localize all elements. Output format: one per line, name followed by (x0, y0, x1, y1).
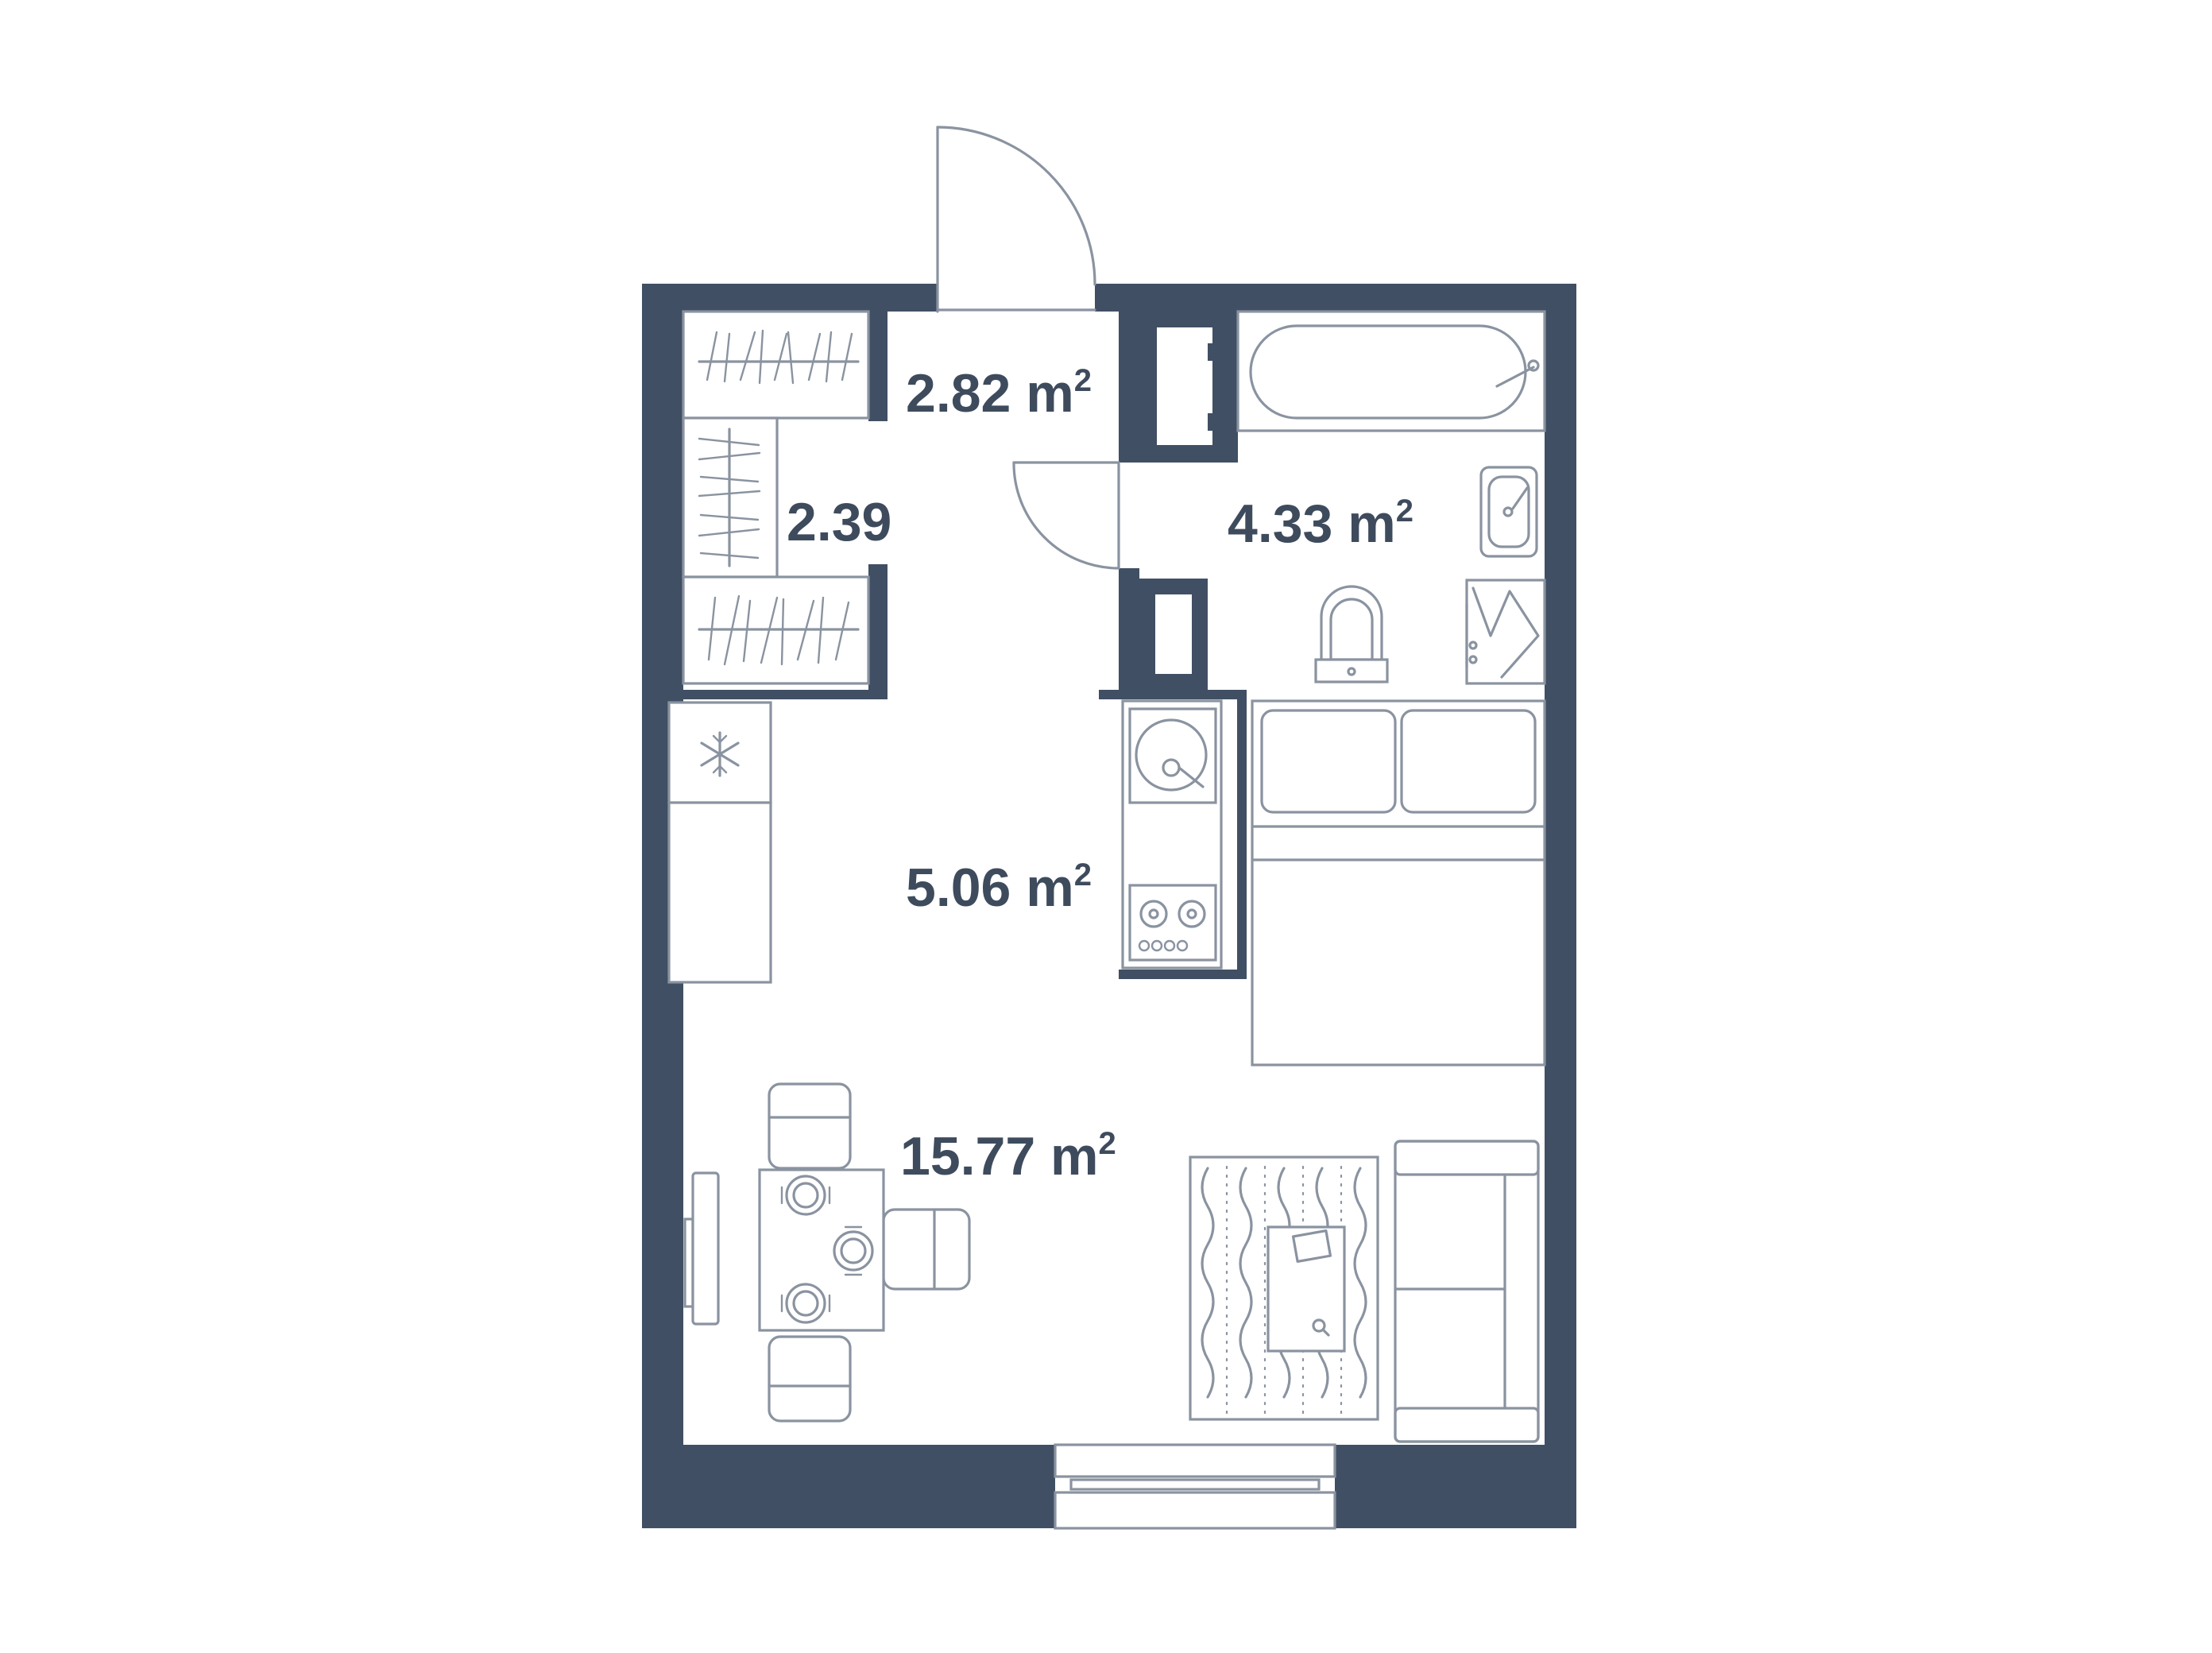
chair-icon (882, 1208, 971, 1291)
bathroom-area-superscript: 2 (1396, 494, 1413, 528)
kitchen-counter (1121, 699, 1223, 970)
dining-area (758, 1082, 971, 1423)
kitchen-area-value: 5.06 m (906, 857, 1074, 918)
snowflake-icon (700, 731, 740, 777)
toilet-icon (1314, 585, 1389, 683)
hall-area-value: 2.82 m (906, 363, 1074, 424)
hangers-side (698, 428, 761, 567)
bathtub-icon (1236, 310, 1546, 432)
bathroom-area-label: 4.33 m2 (1228, 494, 1413, 554)
hall-area-superscript: 2 (1074, 363, 1092, 398)
stove-icon (1128, 884, 1217, 962)
wardrobe (682, 310, 870, 685)
washing-machine-icon (1128, 707, 1217, 804)
living-room-area-label: 15.77 m2 (900, 1126, 1116, 1187)
fridge (667, 701, 772, 984)
tv-icon (683, 1171, 720, 1326)
hangers-bottom (698, 594, 860, 666)
bathroom-door[interactable] (1012, 461, 1120, 570)
dining-table-icon (758, 1168, 885, 1332)
entrance-door[interactable] (936, 126, 1096, 313)
bathroom-area-value: 4.33 m (1228, 494, 1396, 554)
window-icon (1054, 1443, 1336, 1530)
chair-icon (768, 1082, 852, 1170)
hangers-top (698, 329, 860, 385)
living-room-area-value: 15.77 m (900, 1126, 1099, 1187)
bed-icon (1251, 699, 1546, 1067)
living-room-area-superscript: 2 (1099, 1126, 1116, 1161)
walls (642, 284, 1576, 1528)
area-labels: 2.82 m2 2.39 4.33 m2 5.06 m2 15.77 m2 (787, 363, 1413, 1187)
wardrobe-area-value: 2.39 (787, 492, 891, 552)
sink-icon (1479, 466, 1538, 558)
kitchen-area-superscript: 2 (1074, 857, 1092, 892)
wardrobe-area-label: 2.39 (787, 492, 891, 552)
coffee-table-icon (1266, 1225, 1346, 1353)
sofa-icon (1394, 1140, 1540, 1443)
shower-icon (1465, 579, 1546, 685)
chair-icon (768, 1335, 852, 1423)
hall-area-label: 2.82 m2 (906, 363, 1092, 424)
kitchen-area-label: 5.06 m2 (906, 857, 1092, 918)
